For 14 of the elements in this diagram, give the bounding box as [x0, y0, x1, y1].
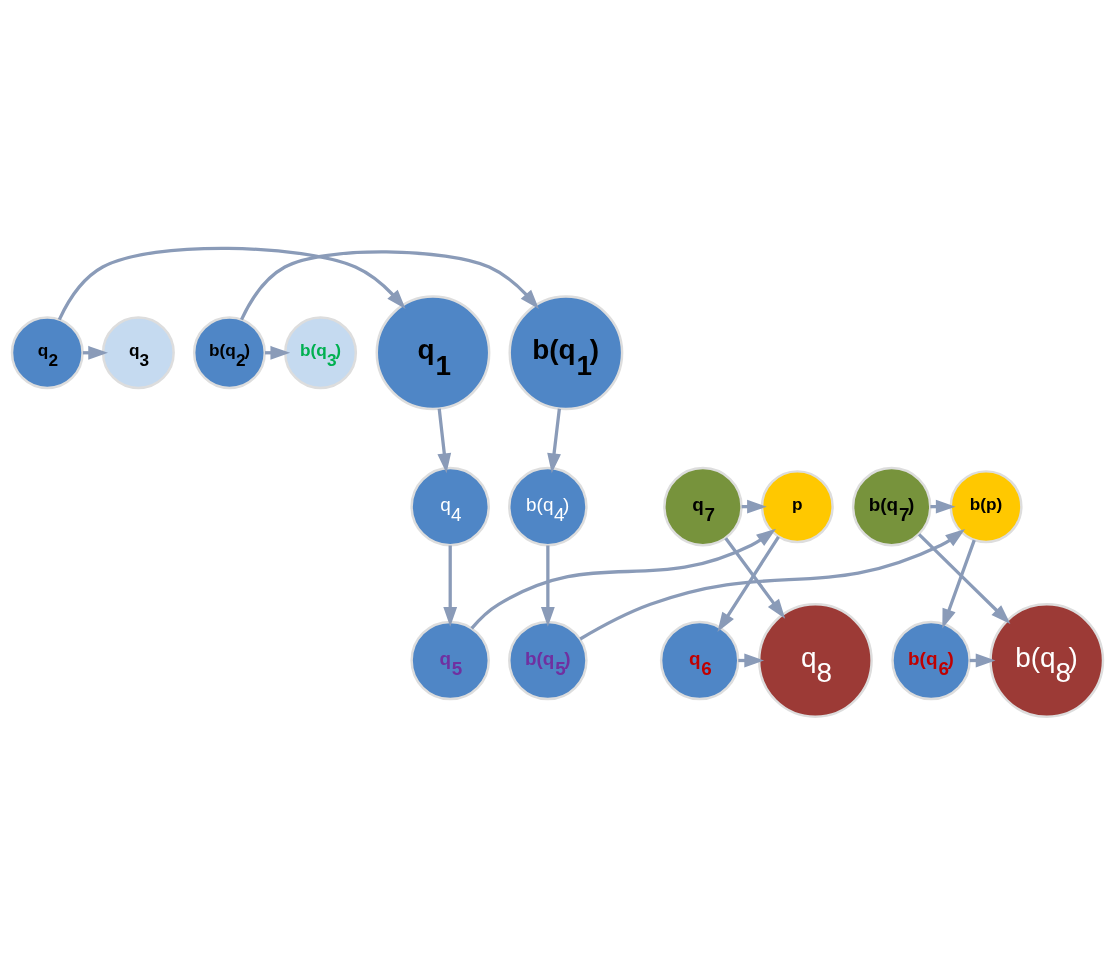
- arrow: [579, 528, 966, 640]
- arrow: [437, 408, 452, 473]
- arrow: [547, 408, 561, 473]
- arrow: [57, 246, 406, 320]
- node-circle: p: [760, 469, 834, 543]
- arrow: [724, 536, 786, 619]
- arrow: [443, 545, 458, 627]
- arrow: [917, 532, 1011, 624]
- arrow: [942, 539, 976, 629]
- arrow: [470, 528, 777, 629]
- arrow: [540, 545, 555, 627]
- arrow: [717, 535, 780, 632]
- arrow: [240, 249, 539, 320]
- node-circle: b(p): [949, 469, 1023, 543]
